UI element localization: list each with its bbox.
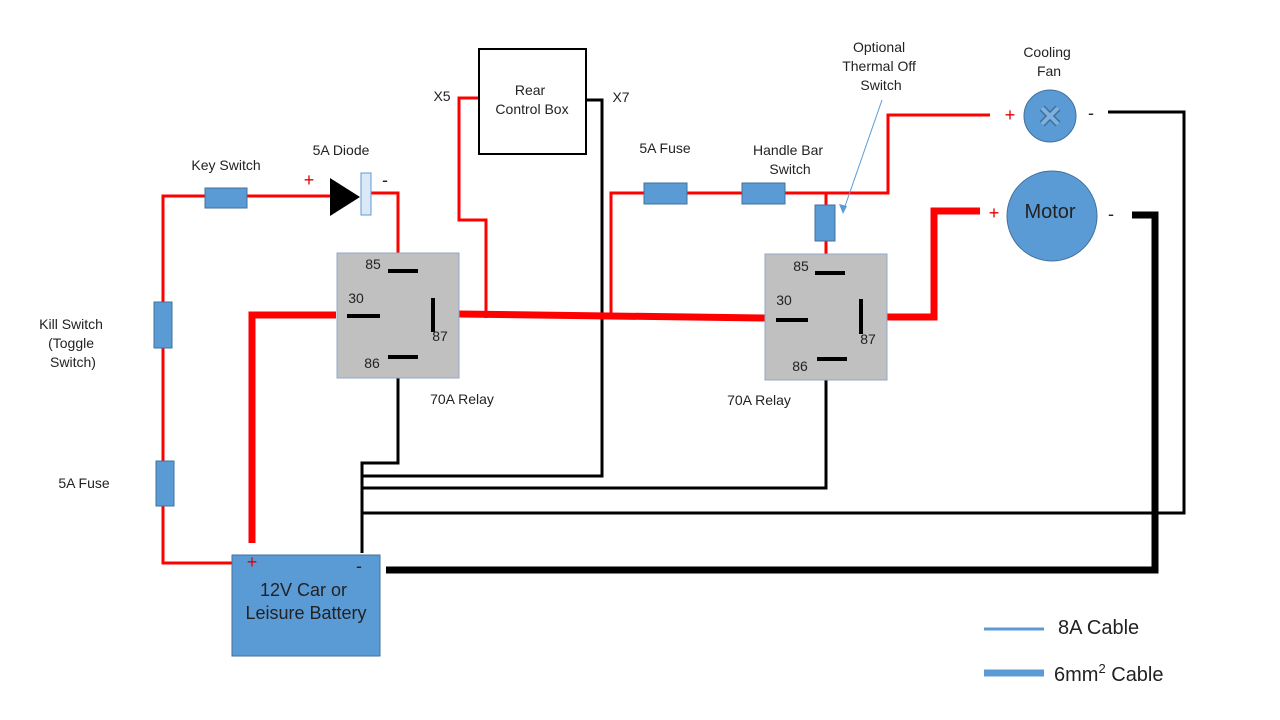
fuse-left-label: 5A Fuse <box>58 475 110 491</box>
battery-label: 12V Car or Leisure Battery <box>245 580 366 623</box>
fuse-top-label: 5A Fuse <box>639 140 691 156</box>
thermal-switch-label: Optional Thermal Off Switch <box>842 39 920 93</box>
relay-left: 85 30 87 86 <box>336 252 460 379</box>
relay-right-pin-87: 87 <box>860 331 876 347</box>
red-wire-battery-to-key-switch <box>161 194 330 565</box>
fuse-left <box>155 460 175 507</box>
handle-bar-switch-label: Handle Bar Switch <box>753 142 827 177</box>
relay-left-pin-30: 30 <box>348 290 364 306</box>
legend: 8A Cable 6mm2 Cable <box>984 617 1164 686</box>
black-wire-motor-negative <box>386 211 1159 574</box>
cooling-fan-label: Cooling Fan <box>1023 44 1074 79</box>
black-wire-relay2-86 <box>362 380 828 490</box>
diode-plus: + <box>304 170 315 190</box>
relay-right-pin-85: 85 <box>793 258 809 274</box>
handle-bar-switch[interactable] <box>741 182 786 205</box>
key-switch[interactable] <box>204 187 248 209</box>
relay-left-pin-87: 87 <box>432 328 448 344</box>
fuse-top <box>643 182 688 205</box>
thermal-switch <box>814 204 836 242</box>
red-wire-handlebar-to-fan <box>826 113 990 195</box>
legend-thin-label: 8A Cable <box>1058 617 1139 639</box>
black-wire-fan-negative <box>362 110 1186 515</box>
diode-band <box>360 172 372 216</box>
rear-control-box-label: Rear Control Box <box>495 82 568 117</box>
motor-label: Motor <box>1024 201 1075 223</box>
arrow-head-icon <box>839 204 847 214</box>
red-wire-relay2-87-to-motor <box>887 207 980 321</box>
red-wire-battery-to-relay1-30 <box>248 311 336 543</box>
motor <box>1006 170 1098 262</box>
legend-thick-label: 6mm2 Cable <box>1054 661 1164 686</box>
fan-icon <box>1039 105 1061 127</box>
black-wires-thin <box>360 98 1186 553</box>
motor-plus: + <box>989 203 1000 223</box>
thermal-switch-pointer <box>842 99 883 213</box>
relay-right: 85 30 87 86 <box>764 253 888 381</box>
rear-control-box <box>478 48 587 155</box>
fan-plus: + <box>1005 105 1016 125</box>
relay-right-pin-86: 86 <box>792 358 808 374</box>
kill-switch[interactable] <box>153 301 173 349</box>
battery-minus: - <box>356 556 362 576</box>
diode-label: 5A Diode <box>313 142 370 158</box>
relay-right-label: 70A Relay <box>727 392 791 408</box>
red-wire-x5-to-relay1-87 <box>457 96 488 318</box>
red-wire-relay30-to-handlebar <box>609 191 828 314</box>
red-wire-diode-to-relay1-85 <box>371 191 400 253</box>
relay-right-pin-30: 30 <box>776 292 792 308</box>
relay-left-pin-85: 85 <box>365 256 381 272</box>
red-wires-thick <box>248 207 980 543</box>
kill-switch-label: Kill Switch (Toggle Switch) <box>39 316 107 370</box>
diode-icon <box>330 178 360 216</box>
diode-minus: - <box>382 170 388 190</box>
red-wire-relay1-to-relay2 <box>458 310 766 322</box>
fan-minus: - <box>1088 103 1094 123</box>
relay-left-pin-86: 86 <box>364 355 380 371</box>
battery <box>231 554 381 657</box>
key-switch-label: Key Switch <box>191 157 260 173</box>
black-wire-control-box-x7 <box>362 98 604 478</box>
motor-minus: - <box>1108 204 1114 224</box>
x7-label: X7 <box>612 89 629 105</box>
x5-label: X5 <box>433 88 450 104</box>
battery-plus: + <box>247 552 258 572</box>
relay-left-label: 70A Relay <box>430 391 494 407</box>
black-wire-relay1-86 <box>360 378 400 553</box>
